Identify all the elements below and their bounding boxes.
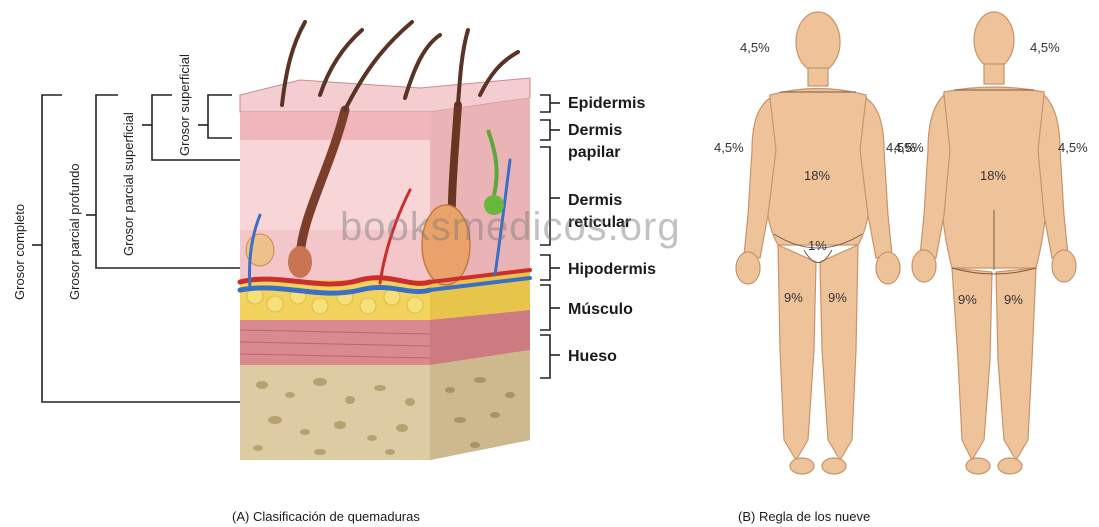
back-arm-right-pct: 4,5% <box>1058 140 1088 155</box>
back-leg-right-pct: 9% <box>1004 292 1023 307</box>
depth-labels: Grosor completo Grosor parcial profundo … <box>12 54 192 300</box>
bracket-superficial <box>208 95 232 138</box>
front-leg-right-pct: 9% <box>828 290 847 305</box>
label-musculo: Músculo <box>568 301 633 318</box>
front-genital-pct: 1% <box>808 238 827 253</box>
bracket-superficial-partial <box>152 95 240 160</box>
label-dermis-papilar-2: papilar <box>568 144 620 161</box>
label-epidermis: Epidermis <box>568 95 645 112</box>
bone-layer <box>240 365 430 460</box>
watermark: booksmedicos.org <box>340 205 681 249</box>
back-leg-left-pct: 9% <box>958 292 977 307</box>
front-leg-left-pct: 9% <box>784 290 803 305</box>
bracket-deep-partial <box>96 95 240 268</box>
label-hipodermis: Hipodermis <box>568 261 656 278</box>
back-arm-left-pct: 4,5% <box>894 140 924 155</box>
front-head-pct: 4,5% <box>740 40 770 55</box>
back-head-pct: 4,5% <box>1030 40 1060 55</box>
front-trunk-pct: 18% <box>804 168 830 183</box>
label-hueso: Hueso <box>568 348 617 365</box>
depth-brackets <box>32 95 240 402</box>
caption-a: (A) Clasificación de quemaduras <box>232 509 420 524</box>
caption-b: (B) Regla de los nueve <box>738 509 870 524</box>
label-deep-partial: Grosor parcial profundo <box>67 163 82 300</box>
label-full-thickness: Grosor completo <box>12 204 27 300</box>
label-dermis-papilar-1: Dermis <box>568 122 622 139</box>
front-arm-left-pct: 4,5% <box>714 140 744 155</box>
label-superficial-partial: Grosor parcial superficial <box>121 112 136 256</box>
back-trunk-pct: 18% <box>980 168 1006 183</box>
label-superficial: Grosor superficial <box>177 54 192 156</box>
